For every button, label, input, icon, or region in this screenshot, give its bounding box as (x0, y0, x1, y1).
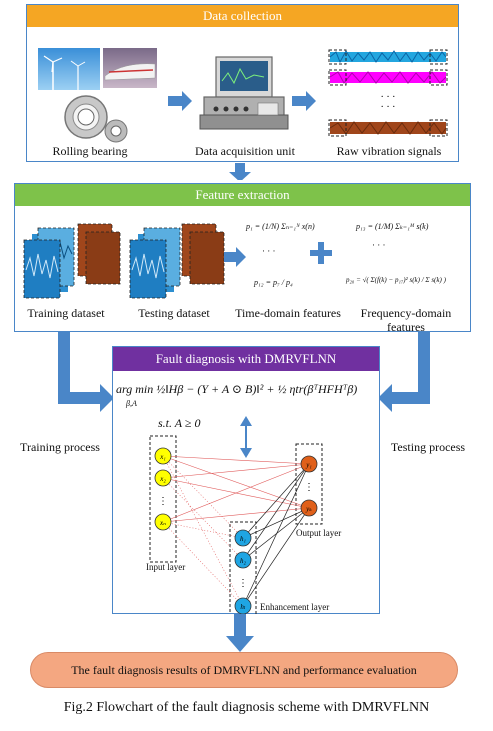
results-text: The fault diagnosis results of DMRVFLNN … (71, 663, 417, 677)
eq-p20: p₂₀ = √( Σ(f(k) − p₁₇)² s(k) / Σ s(k) ) (346, 276, 446, 284)
objective-subscript: β,A (126, 399, 137, 408)
raw-signals-plot: · · · · · · (328, 48, 450, 144)
enh-node-l (234, 597, 252, 614)
network-diagram: ⋮ ⋮ ⋮ x₁ x₂ xₙ h₁ h₂ hₗ y₁ yₖ (149, 416, 323, 614)
eq-dots-left: · · · (262, 246, 276, 256)
raw-signals-label: Raw vibration signals (336, 144, 442, 158)
freq-domain-label-1: Frequency-domain (360, 306, 452, 320)
figure-caption: Fig.2 Flowchart of the fault diagnosis s… (63, 700, 430, 715)
constraint-equation: s.t. A ≥ 0 (158, 416, 201, 430)
input-node-2-label: x₂ (159, 475, 166, 483)
enh-node-l-label: hₗ (240, 603, 246, 611)
output-layer-label: Output layer (296, 528, 342, 538)
testing-process-label: Testing process (390, 440, 466, 454)
svg-text:· · ·: · · · (381, 92, 396, 103)
eq-p1: p₁ = (1/N) Σₙ₌₁ᴺ x(n) (246, 222, 315, 231)
daq-unit-image (198, 55, 290, 133)
wind-turbine-image (38, 48, 100, 90)
fe-symbols (224, 242, 332, 267)
svg-text:⋮: ⋮ (238, 578, 248, 589)
input-node-n-label: xₙ (159, 519, 166, 527)
eq-dots-right: · · · (372, 240, 386, 250)
training-dataset-label: Training dataset (27, 306, 105, 320)
dc-arrows (168, 91, 316, 180)
output-node-1 (300, 455, 318, 473)
eq-p13: p₁₃ = (1/M) Σₖ₌₁ᴹ s(k) (356, 222, 429, 231)
output-node-k (300, 499, 318, 517)
daq-unit-label: Data acquisition unit (195, 144, 295, 158)
input-node-n (154, 513, 172, 531)
output-node-k-label: yₖ (305, 505, 312, 513)
results-box: The fault diagnosis results of DMRVFLNN … (30, 652, 458, 688)
enh-node-1-label: h₁ (240, 535, 246, 543)
train-image (103, 48, 157, 88)
testing-dataset-label: Testing dataset (138, 306, 210, 320)
datasets-illustration (23, 223, 225, 299)
input-layer-label: Input layer (146, 562, 186, 572)
fault-diagnosis-banner: Fault diagnosis with DMRVFLNN (113, 347, 379, 371)
svg-text:· · ·: · · · (381, 102, 396, 113)
eq-p12: p₁₂ = p₇ / p₄ (254, 278, 293, 287)
enh-node-1 (234, 529, 252, 547)
data-collection-banner: Data collection (27, 5, 458, 27)
time-domain-label: Time-domain features (235, 306, 341, 320)
input-node-1 (154, 447, 172, 465)
enhancement-layer-label: Enhancement layer (260, 602, 330, 612)
training-process-label: Training process (20, 440, 100, 454)
enh-node-2 (234, 551, 252, 569)
svg-text:⋮: ⋮ (304, 482, 314, 493)
freq-domain-label-2: features (387, 320, 425, 334)
svg-text:⋮: ⋮ (158, 496, 168, 507)
enh-node-2-label: h₂ (240, 557, 247, 565)
input-node-1-label: x₁ (159, 453, 166, 461)
output-node-1-label: y₁ (305, 461, 312, 469)
bearing-image (62, 93, 136, 145)
objective-equation: arg min ½‖Hβ − (Y + A ⊙ B)‖² + ½ ηtr(βᵀH… (116, 382, 358, 396)
rolling-bearing-label: Rolling bearing (52, 144, 128, 158)
input-node-2 (154, 469, 172, 487)
feature-extraction-banner: Feature extraction (15, 184, 470, 206)
